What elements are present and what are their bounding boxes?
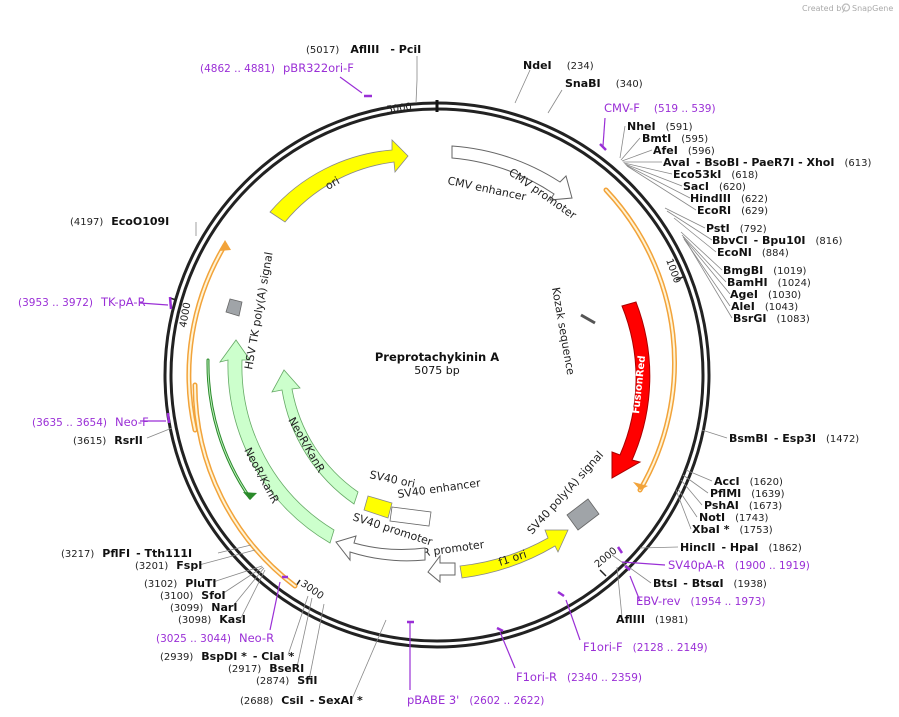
site-group-left: (4197)EcoO109I (3615)RsrII (3217)PflFI- … [61, 215, 363, 707]
primer-ebv-rev[interactable]: EBV-rev(1954 .. 1973) [636, 594, 766, 608]
site-pstI[interactable]: PstI(792) [706, 222, 767, 235]
feature-fusionred[interactable]: FusionRed [611, 301, 651, 479]
site-aflIII[interactable]: AflIII(1981) [616, 613, 688, 626]
feature-ori[interactable]: ori [269, 139, 409, 223]
primer-sv40pa-r[interactable]: SV40pA-R(1900 .. 1919) [668, 558, 810, 572]
primer-neo-f[interactable]: (3635 .. 3654)Neo-F [32, 415, 149, 429]
feature-label: Kozak sequence [549, 286, 577, 376]
site-bmtI[interactable]: BmtI(595) [642, 132, 708, 145]
site-kasI[interactable]: (3098)KasI [178, 613, 246, 626]
site-bseRI[interactable]: (2917)BseRI [228, 662, 304, 675]
site-avaI-xhoI[interactable]: AvaI- BsoBI - PaeR7I - XhoI(613) [663, 156, 871, 169]
site-bspDI-claI[interactable]: (2939)BspDI *- ClaI * [160, 650, 294, 663]
site-rsrII[interactable]: (3615)RsrII [73, 434, 143, 447]
orf-arrowhead [633, 482, 648, 490]
tick-4000: 4000 [178, 302, 193, 329]
site-leaders [146, 56, 733, 700]
feature-f1-ori[interactable]: f1 ori [459, 529, 569, 579]
site-afeI[interactable]: AfeI(596) [653, 144, 715, 157]
site-snaBI[interactable]: SnaBI (340) [565, 72, 643, 91]
primer-neo-r[interactable]: (3025 .. 3044)Neo-R [156, 631, 274, 645]
site-hindIII[interactable]: HindIII(622) [690, 192, 768, 205]
site-ecoNI[interactable]: EcoNI(884) [717, 246, 789, 259]
feature-label: HSV TK poly(A) signal [242, 251, 275, 371]
feature-label: ori [323, 174, 342, 192]
site-pluTI[interactable]: (3102)PluTI [144, 577, 217, 590]
site-narI[interactable]: (3099)NarI [170, 601, 237, 614]
site-group-top: (5017) AflIII - PciI NdeI (234) SnaBI (3… [306, 38, 643, 91]
feature-sv40-polya[interactable]: SV40 poly(A) signal [525, 448, 607, 537]
primer-f1ori-f[interactable]: F1ori-F(2128 .. 2149) [583, 640, 708, 654]
site-sfoI[interactable]: (3100)SfoI [160, 589, 226, 602]
site-hincII-hpaI[interactable]: HincII- HpaI(1862) [680, 541, 802, 554]
site-ageI[interactable]: AgeI(1030) [730, 288, 801, 301]
primer-tk-pa-r[interactable]: (3953 .. 3972)TK-pA-R [18, 295, 146, 309]
primer-f1ori-r[interactable]: F1ori-R(2340 .. 2359) [516, 670, 642, 684]
orf-arrowhead [219, 240, 231, 251]
tick-5000: 5000 [386, 102, 413, 116]
primer-pbr322ori-f[interactable]: (4862 .. 4881)pBR322ori-F [200, 61, 354, 75]
feature-neor-inner[interactable]: NeoR/KanR [271, 369, 359, 505]
plasmid-name: Preprotachykinin A [375, 350, 499, 364]
tick-1000: 1000 [663, 257, 682, 285]
orf-arcs [186, 187, 677, 589]
feature-cmv[interactable]: CMV enhancer CMV promoter [446, 145, 579, 222]
site-sacI[interactable]: SacI(620) [683, 180, 746, 193]
feature-label: NeoR/KanR [285, 415, 327, 475]
snapgene-brand: SnapGene [852, 4, 893, 13]
site-pflMI[interactable]: PflMI(1639) [710, 487, 785, 500]
site-bamHI[interactable]: BamHI(1024) [727, 276, 811, 289]
primer-cmv-f[interactable]: CMV-F(519 .. 539) [604, 101, 716, 115]
site-bmgBI[interactable]: BmgBI(1019) [723, 264, 807, 277]
feature-neor-outer[interactable]: NeoR/KanR [219, 339, 335, 544]
site-btsI-btsaI[interactable]: BtsI- BtsαI(1938) [653, 577, 767, 590]
backbone [163, 100, 711, 649]
site-notI[interactable]: NotI(1743) [699, 511, 768, 524]
site-pshAI[interactable]: PshAI(1673) [704, 499, 782, 512]
feature-kozak[interactable]: Kozak sequence [549, 286, 596, 376]
site-accI[interactable]: AccI(1620) [714, 475, 783, 488]
site-ecoRI[interactable]: EcoRI(629) [697, 204, 768, 217]
primer-pbabe-3[interactable]: pBABE 3'(2602 .. 2622) [407, 693, 544, 707]
site-ecoO109I[interactable]: (4197)EcoO109I [70, 215, 169, 228]
site-csiI-sexAI[interactable]: (2688)CsiI- SexAI * [240, 694, 363, 707]
primer-leaders [139, 76, 666, 690]
site-ndeI[interactable]: NdeI (234) [523, 54, 594, 73]
snapgene-logo-icon [841, 3, 851, 12]
orf-arrowhead [243, 492, 257, 500]
site-xbaI[interactable]: XbaI *(1753) [692, 523, 773, 536]
plasmid-size: 5075 bp [414, 364, 459, 377]
site-aflIII-pciI[interactable]: (5017) AflIII - PciI [306, 38, 421, 57]
site-group-right: NheI(591) BmtI(595) AfeI(596) AvaI- BsoB… [616, 120, 871, 626]
primer-labels: (4862 .. 4881)pBR322ori-F CMV-F(519 .. 5… [18, 61, 810, 707]
site-bsrGI[interactable]: BsrGI(1083) [733, 312, 810, 325]
site-sfiI[interactable]: (2874)SfiI [256, 674, 317, 687]
site-eco53kI[interactable]: Eco53kI(618) [673, 168, 758, 181]
site-pflFI-tth111I[interactable]: (3217)PflFI- Tth111I [61, 547, 192, 560]
feature-label: SV40 poly(A) signal [525, 448, 607, 537]
site-fspI[interactable]: (3201)FspI [135, 559, 202, 572]
site-bbvCI-bpu10I[interactable]: BbvCI- Bpu10I(816) [712, 234, 842, 247]
site-nheI[interactable]: NheI(591) [627, 120, 693, 133]
created-by-label: Created by [802, 4, 846, 13]
site-bsmBI-esp3I[interactable]: BsmBI- Esp3I(1472) [729, 432, 859, 445]
site-aleI[interactable]: AleI(1043) [731, 300, 798, 313]
